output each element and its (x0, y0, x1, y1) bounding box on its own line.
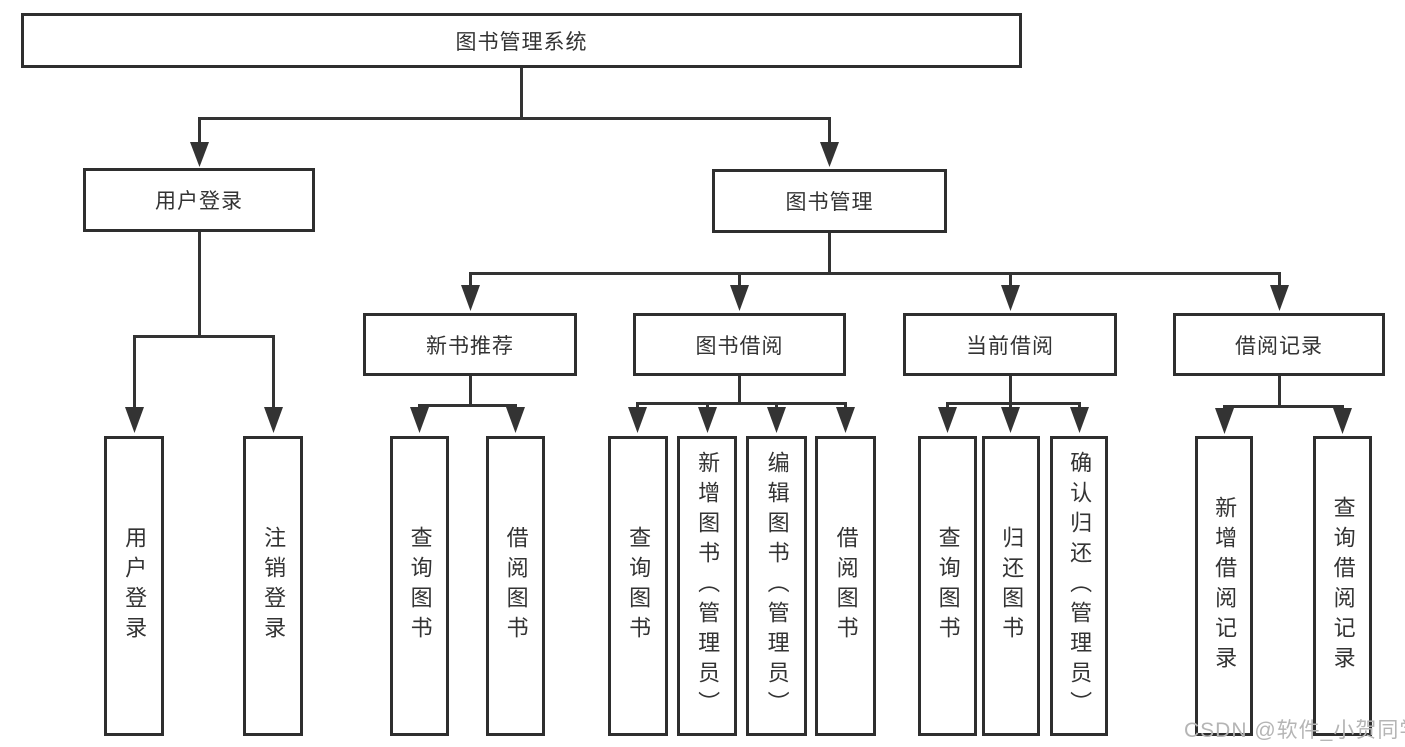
connector-new-book-recommend (418, 376, 517, 409)
node-label: 查询借阅记录 (1330, 496, 1356, 676)
node-book-management: 图书管理 (712, 169, 947, 233)
arrow-down-icon (1070, 407, 1089, 433)
node-label: 借阅图书 (833, 526, 859, 646)
arrow-down-icon (190, 142, 209, 167)
leaf-current-confirm-return-admin: 确认归还（管理员） (1050, 436, 1108, 736)
node-label: 新增借阅记录 (1212, 496, 1238, 676)
arrow-down-icon (1215, 408, 1234, 434)
arrow-down-icon (506, 407, 525, 433)
node-label: 编辑图书（管理员） (764, 451, 790, 721)
node-label: 新书推荐 (426, 334, 514, 358)
node-new-book-recommend: 新书推荐 (363, 313, 577, 376)
leaf-recommend-borrow-books: 借阅图书 (486, 436, 545, 736)
node-label: 图书管理 (785, 191, 874, 214)
node-label: 当前借阅 (966, 334, 1054, 358)
node-label: 注销登录 (261, 526, 287, 646)
leaf-logout: 注销登录 (243, 436, 303, 736)
arrow-down-icon (1001, 285, 1020, 311)
arrow-down-icon (820, 142, 839, 167)
node-label: 归还图书 (999, 526, 1025, 646)
node-label: 借阅图书 (503, 526, 529, 646)
arrow-down-icon (698, 407, 717, 433)
csdn-watermark: CSDN @软件_小贺同学 (1184, 719, 1405, 742)
connector-current-borrowing (946, 376, 1081, 409)
arrow-down-icon (836, 407, 855, 433)
arrow-down-icon (628, 407, 647, 433)
arrow-down-icon (1270, 285, 1289, 311)
arrow-down-icon (461, 285, 480, 311)
node-label: 用户登录 (122, 526, 148, 646)
node-current-borrowing: 当前借阅 (903, 313, 1117, 376)
leaf-records-add-record: 新增借阅记录 (1195, 436, 1253, 736)
arrow-down-icon (264, 407, 283, 433)
leaf-borrowing-borrow-books: 借阅图书 (815, 436, 876, 736)
leaf-borrowing-query-books: 查询图书 (608, 436, 668, 736)
node-user-login: 用户登录 (83, 168, 315, 232)
connector-book-borrowing (636, 376, 847, 409)
node-borrowing-records: 借阅记录 (1173, 313, 1385, 376)
leaf-borrowing-add-books-admin: 新增图书（管理员） (677, 436, 737, 736)
node-label: 图书管理系统 (455, 30, 588, 54)
leaf-current-return-books: 归还图书 (982, 436, 1040, 736)
node-label: 查询图书 (935, 526, 961, 646)
arrow-down-icon (125, 407, 144, 433)
node-label: 借阅记录 (1235, 334, 1323, 358)
leaf-records-query-record: 查询借阅记录 (1313, 436, 1372, 736)
connector-root (198, 68, 831, 144)
connector-borrowing-records (1223, 376, 1344, 410)
arrow-down-icon (730, 285, 749, 311)
leaf-user-login: 用户登录 (104, 436, 164, 736)
arrow-down-icon (1001, 407, 1020, 433)
arrow-down-icon (1333, 408, 1352, 434)
leaf-current-query-books: 查询图书 (918, 436, 977, 736)
arrowheads (125, 142, 1352, 434)
node-label: 查询图书 (407, 526, 433, 646)
leaf-borrowing-edit-books-admin: 编辑图书（管理员） (746, 436, 807, 736)
node-label: 查询图书 (626, 526, 652, 646)
node-book-borrowing: 图书借阅 (633, 313, 846, 376)
node-label: 图书借阅 (695, 334, 784, 358)
node-label: 确认归还（管理员） (1067, 451, 1093, 721)
arrow-down-icon (767, 407, 786, 433)
arrow-down-icon (938, 407, 957, 433)
connector-book-management (469, 233, 1281, 287)
connector-user-login (133, 232, 275, 409)
node-library-management-system: 图书管理系统 (21, 13, 1022, 68)
node-label: 新增图书（管理员） (695, 451, 721, 721)
leaf-recommend-query-books: 查询图书 (390, 436, 449, 736)
arrow-down-icon (410, 407, 429, 433)
node-label: 用户登录 (155, 190, 243, 213)
